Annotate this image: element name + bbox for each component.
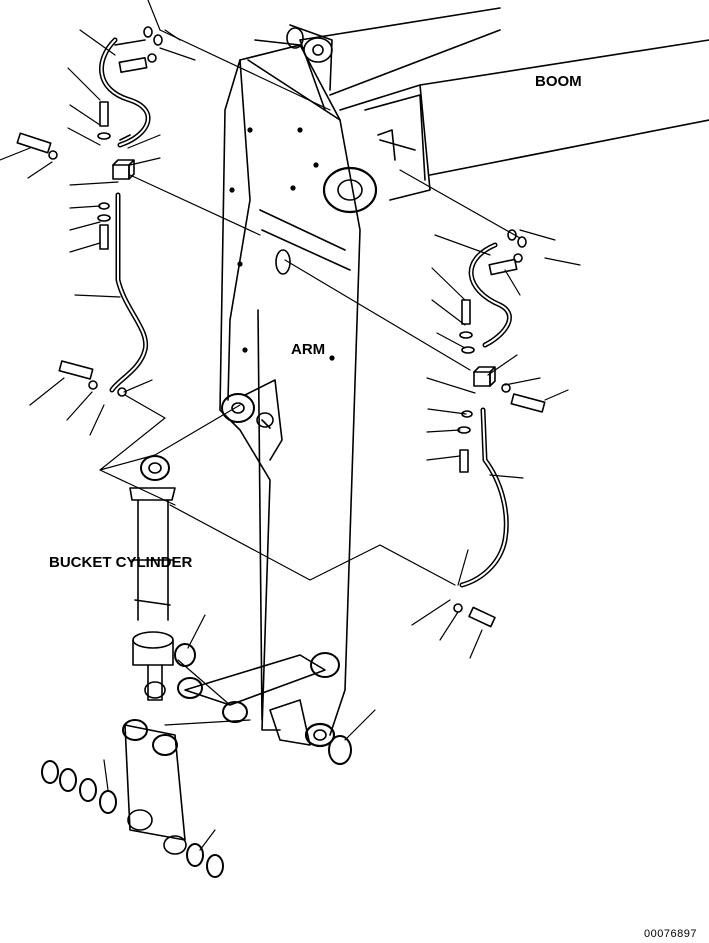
left-hose-assembly: [16, 26, 163, 397]
right-hose-assembly: [453, 229, 546, 628]
boom: [286, 7, 709, 214]
arm: [219, 39, 361, 736]
figure-code: 00076897: [644, 928, 697, 940]
leader-lines-right: [411, 229, 581, 659]
assembly-lines: [99, 29, 521, 726]
leader-lines-left: [0, 0, 196, 436]
arm-linkage: [177, 652, 352, 765]
bucket-link: [122, 719, 187, 855]
boom-label: BOOM: [535, 73, 582, 90]
bucket-cylinder-label: BUCKET CYLINDER: [49, 554, 193, 571]
o-rings: [41, 643, 224, 878]
arm-label: ARM: [291, 341, 326, 358]
bucket-cylinder: [129, 455, 176, 701]
leader-lines-lower: [103, 614, 376, 851]
